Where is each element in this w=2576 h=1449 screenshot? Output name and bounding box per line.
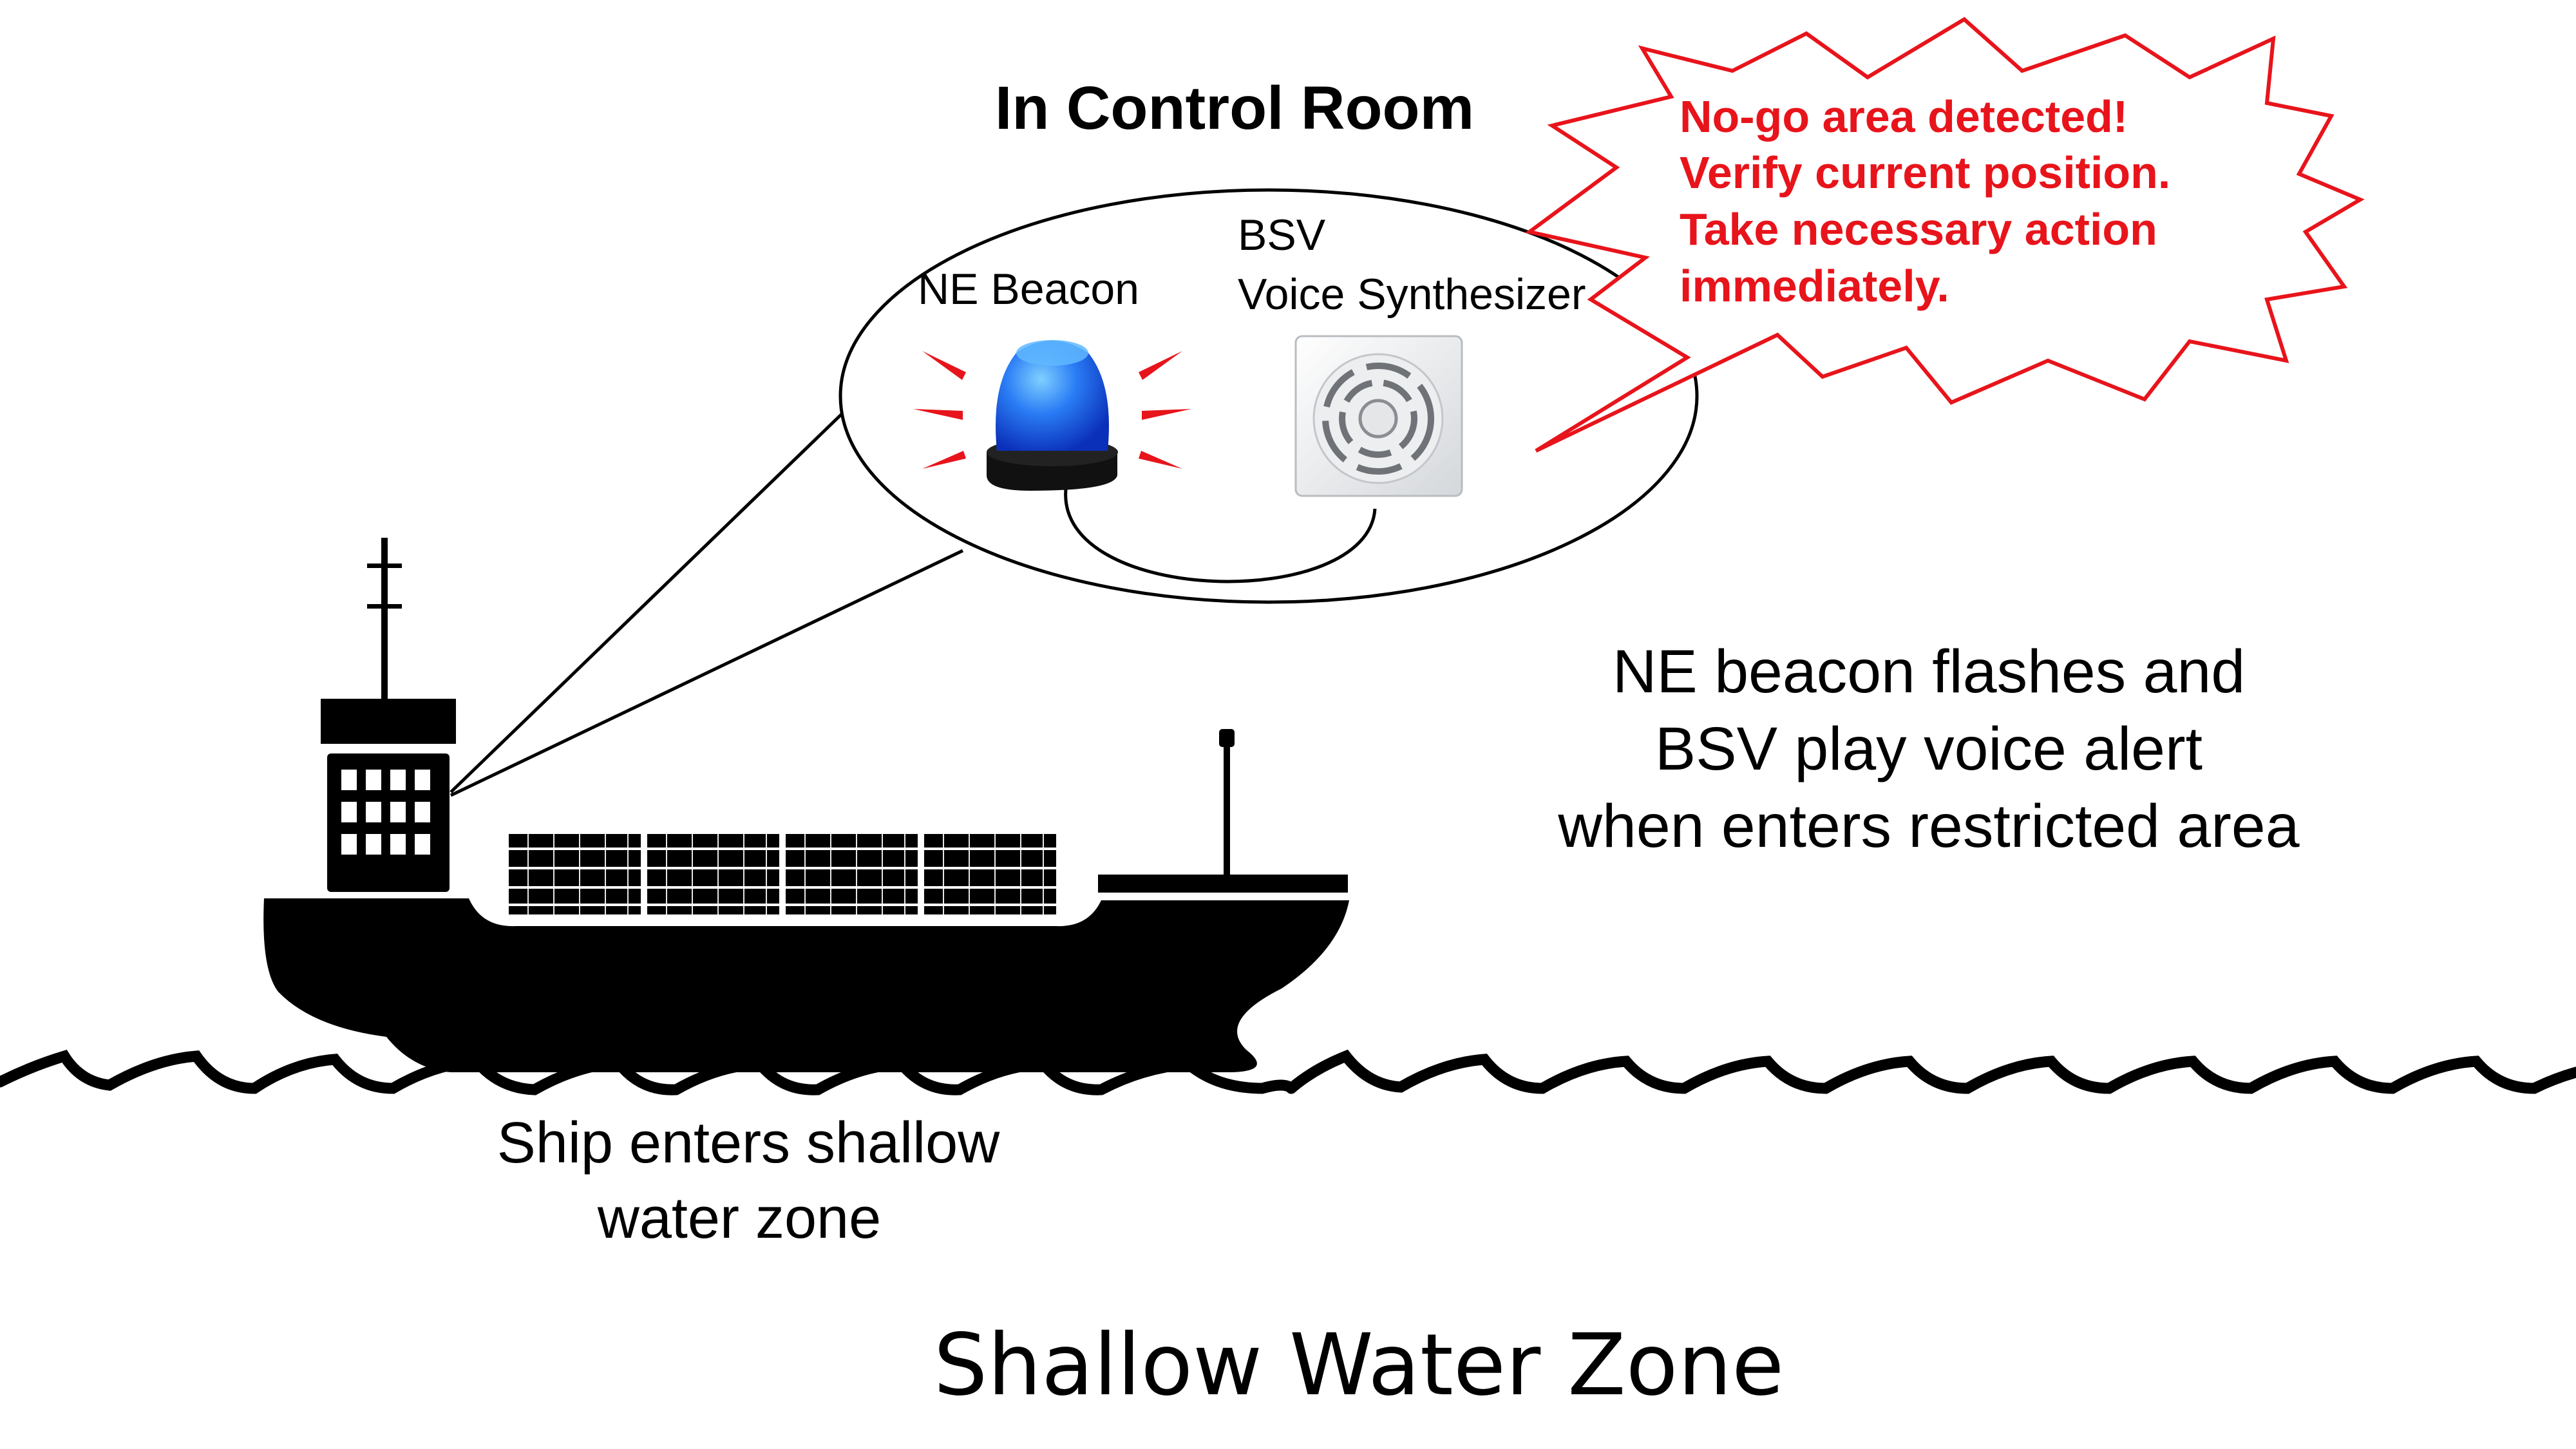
speaker-icon [1294, 335, 1463, 497]
ship-caption-line-2: water zone [597, 1186, 881, 1251]
beacon-flash-rays [913, 351, 1191, 469]
alert-line-4: immediately. [1680, 261, 1949, 311]
speech-bubble-icon: No-go area detected! Verify current posi… [1524, 17, 2365, 453]
voice-synthesizer-label: Voice Synthesizer [1238, 270, 1586, 319]
alert-line-3: Take necessary action [1680, 204, 2157, 254]
description-line-3: when enters restricted area [1557, 792, 2299, 860]
control-room-title: In Control Room [995, 74, 1474, 142]
cargo-containers [509, 834, 1056, 914]
description-line-1: NE beacon flashes and [1613, 638, 2245, 706]
bridge-windows [341, 770, 430, 855]
control-room-ellipse [838, 188, 1699, 604]
bsv-label: BSV [1238, 211, 1326, 260]
ship-icon [263, 538, 1349, 1072]
waves-icon [0, 1049, 2576, 1095]
connection-cable [1064, 489, 1377, 583]
callout-line-top [450, 411, 845, 793]
beacon-icon [913, 340, 1191, 491]
beacon-label: NE Beacon [918, 265, 1139, 314]
description-line-2: BSV play voice alert [1655, 715, 2202, 783]
zone-title: Shallow Water Zone [934, 1316, 1785, 1415]
description-block: NE beacon flashes and BSV play voice ale… [1557, 638, 2299, 860]
alert-line-1: No-go area detected! [1680, 91, 2128, 142]
ship-caption-line-1: Ship enters shallow [497, 1111, 1000, 1175]
callout-line-bottom [450, 549, 964, 797]
ship-hull [263, 898, 1349, 1072]
alert-line-2: Verify current position. [1680, 147, 2170, 198]
